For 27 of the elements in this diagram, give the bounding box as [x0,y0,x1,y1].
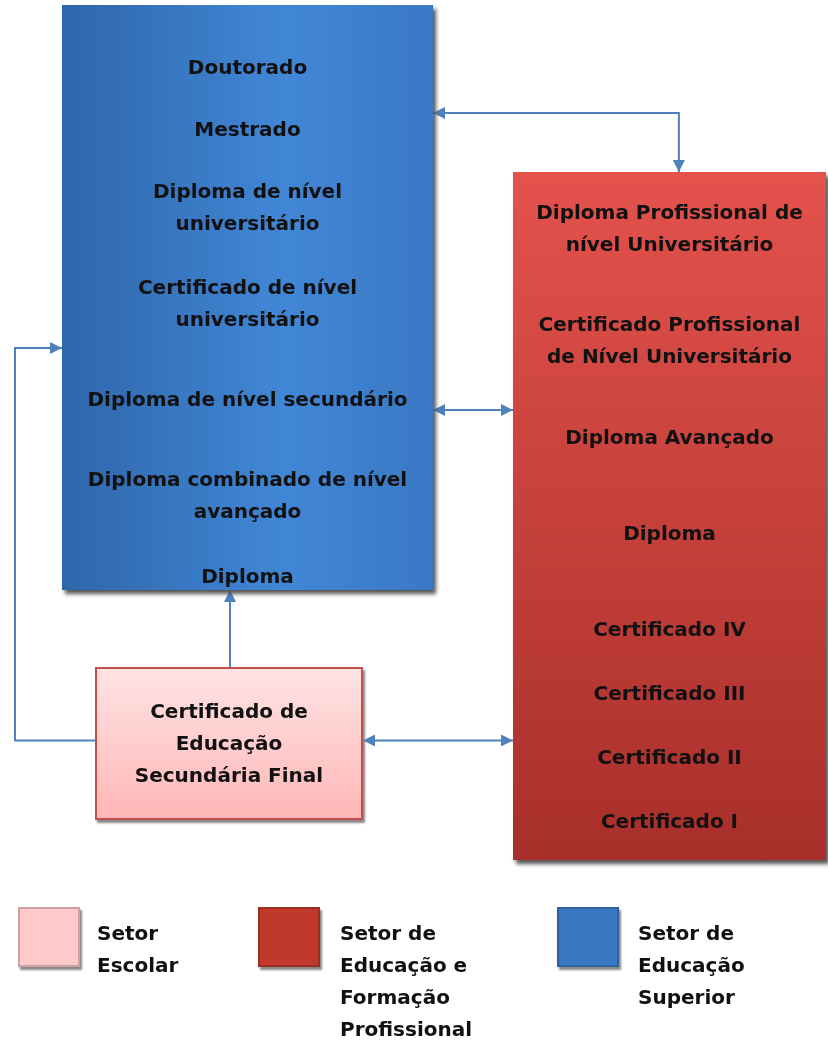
qualification-label: Certificado de Educação Secundária Final [133,698,325,789]
qualification-label: Certificado de nível universitário [136,274,359,333]
qualification-label: Certificado I [599,808,740,835]
qualification-label: Mestrado [193,116,302,143]
arrow [14,342,96,742]
qualification-label: Certificado IV [592,616,747,643]
qualification-label: Certificado Profissional de Nível Universitário [537,311,802,370]
arrow [224,589,236,668]
qualification-label: Doutorado [186,54,309,81]
legend-label: Setor de Educação Superior [638,920,746,1011]
arrow [432,107,685,173]
qualification-label: Diploma [200,563,295,590]
qualification-label: Diploma Avançado [564,424,775,451]
legend-label: Setor de Educação e Formação Profissional [340,920,474,1041]
qualification-label: Diploma de nível universitário [151,178,344,237]
qualification-label: Diploma de nível secundário [86,386,409,413]
qualification-label: Certificado II [596,744,743,771]
qualification-label: Certificado III [592,680,747,707]
qualification-label: Diploma combinado de nível avançado [86,466,409,525]
qualification-label: Diploma Profissional de nível Universitário [535,199,804,258]
legend-label: Setor Escolar [97,920,180,979]
arrow [362,734,514,747]
qualification-label: Diploma [622,520,717,547]
education-box [62,5,433,590]
arrow [432,404,514,416]
education-box [95,667,363,820]
education-box [513,172,826,860]
